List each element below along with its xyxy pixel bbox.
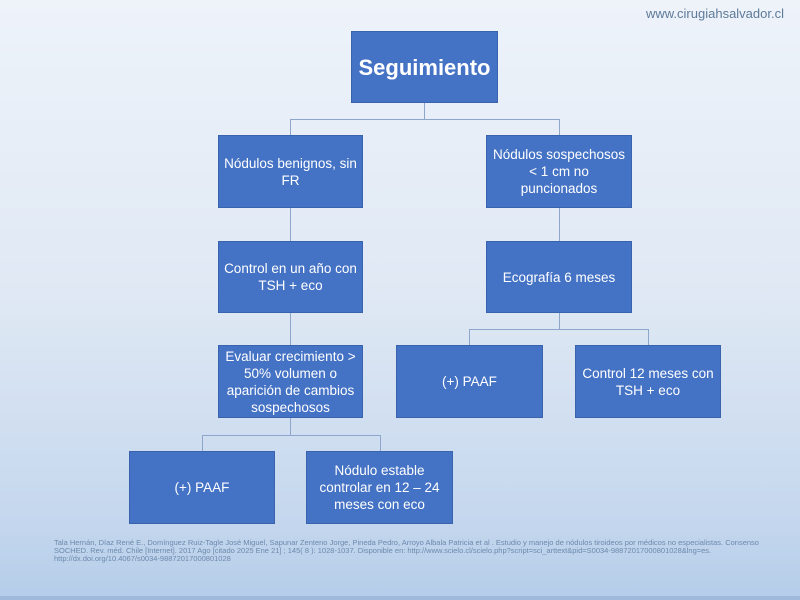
connector — [202, 435, 203, 451]
node-label: Control en un año con TSH + eco — [224, 261, 357, 293]
connector — [559, 119, 560, 135]
node-echo6: Ecografía 6 meses — [486, 241, 632, 313]
node-label: (+) PAAF — [442, 374, 497, 389]
node-label: Evaluar crecimiento > 50% volumen o apar… — [225, 348, 356, 415]
node-root: Seguimiento — [351, 31, 498, 103]
node-benign: Nódulos benignos, sin FR — [218, 135, 363, 208]
node-paaf-right: (+) PAAF — [396, 345, 543, 418]
connector — [380, 435, 381, 451]
bottom-bar — [0, 596, 800, 600]
connector — [290, 418, 291, 435]
node-label: Nódulo estable controlar en 12 – 24 mese… — [319, 463, 440, 512]
node-label: Ecografía 6 meses — [502, 269, 616, 285]
node-label: Seguimiento — [358, 54, 491, 80]
connector — [424, 103, 425, 119]
node-label: Nódulos sospechosos < 1 cm no puncionado… — [492, 147, 626, 196]
connector — [290, 119, 560, 120]
connector — [290, 119, 291, 135]
node-evaluate: Evaluar crecimiento > 50% volumen o apar… — [218, 345, 363, 418]
connector — [469, 329, 470, 345]
node-paaf-left: (+) PAAF — [129, 451, 275, 524]
connector — [559, 208, 560, 241]
node-label: (+) PAAF — [174, 480, 230, 495]
connector — [648, 329, 649, 345]
node-label: Nódulos benignos, sin FR — [224, 155, 357, 188]
website-url: www.cirugiahsalvador.cl — [645, 6, 784, 21]
node-suspicious: Nódulos sospechosos < 1 cm no puncionado… — [486, 135, 632, 208]
node-control-year: Control en un año con TSH + eco — [218, 241, 363, 313]
node-stable: Nódulo estable controlar en 12 – 24 mese… — [306, 451, 453, 524]
node-control12: Control 12 meses con TSH + eco — [575, 345, 721, 418]
connector — [559, 313, 560, 329]
citation: Tala Hernán, Díaz René E., Domínguez Rui… — [54, 538, 759, 563]
node-label: Control 12 meses con TSH + eco — [582, 365, 714, 398]
connector — [202, 435, 381, 436]
connector — [469, 329, 649, 330]
